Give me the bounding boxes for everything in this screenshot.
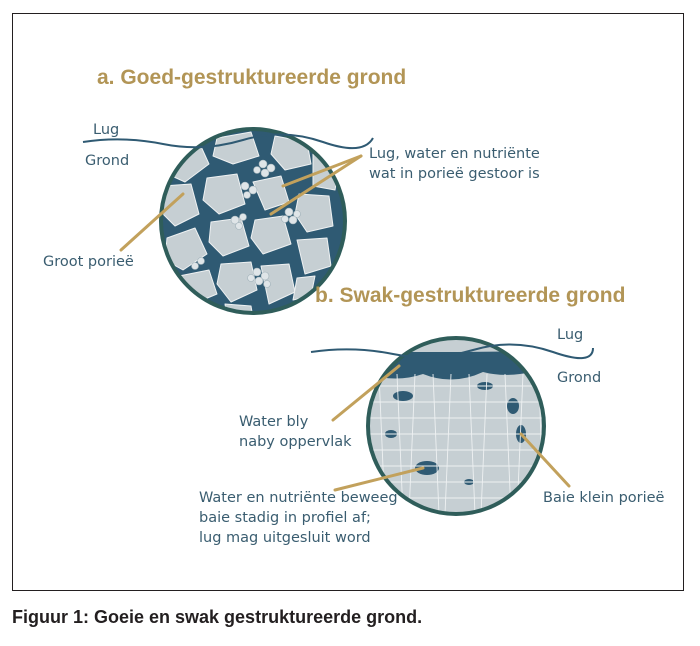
poor-surface-label-1: Water bly — [239, 414, 309, 430]
good-structure-title: a. Goed-gestruktureerde grond — [97, 66, 406, 89]
figure-frame: a. Goed-gestruktureerde grond — [12, 13, 684, 591]
poor-slow-label-2: baie stadig in profiel af; — [199, 510, 371, 526]
good-stored-label-1: Lug, water en nutriënte — [369, 146, 540, 162]
poor-surface-line — [310, 343, 594, 359]
poor-arrows — [331, 364, 571, 492]
good-large-pore-label: Groot porieë — [43, 254, 134, 270]
good-surface-line — [82, 133, 374, 149]
poor-soil-label: Grond — [557, 370, 601, 386]
poor-structure-title: b. Swak-gestruktureerde grond — [315, 284, 625, 307]
poor-air-label: Lug — [557, 327, 583, 343]
figure-caption: Figuur 1: Goeie en swak gestruktureerde … — [12, 607, 423, 627]
good-arrows — [119, 154, 363, 252]
good-stored-label-2: wat in porieë gestoor is — [369, 166, 540, 182]
poor-soil-circle — [366, 336, 546, 516]
poor-slow-label-1: Water en nutriënte beweeg — [199, 490, 398, 506]
good-air-label: Lug — [93, 122, 119, 138]
good-soil-circle — [159, 127, 347, 315]
soil-structure-diagram: a. Goed-gestruktureerde grond — [43, 66, 665, 546]
good-soil-label: Grond — [85, 153, 129, 169]
poor-surface-label-2: naby oppervlak — [239, 434, 352, 450]
poor-small-pore-label: Baie klein porieë — [543, 490, 665, 506]
poor-slow-label-3: lug mag uitgesluit word — [199, 530, 371, 546]
